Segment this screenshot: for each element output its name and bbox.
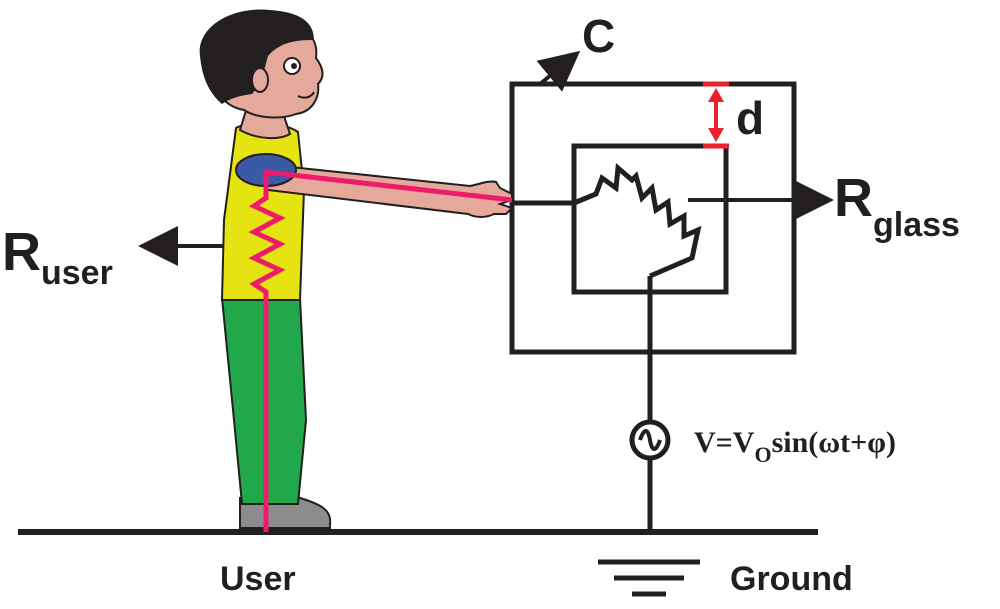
r-user-label: Ruser xyxy=(2,222,113,292)
user-conduction-path xyxy=(248,169,513,532)
glass-resistor-icon xyxy=(573,162,702,279)
ground-symbol-icon xyxy=(598,559,700,597)
r-glass-label: Rglass xyxy=(834,168,960,244)
ac-source-icon xyxy=(629,419,671,461)
capacitance-arrow xyxy=(536,50,581,92)
capacitance-label: C xyxy=(582,10,615,62)
r-glass-sub: glass xyxy=(873,206,960,244)
r-user-sub: user xyxy=(41,254,113,292)
source-formula: V=VOsin(ωt+φ) xyxy=(694,426,896,467)
user-label: User xyxy=(220,560,296,598)
r-glass-main: R xyxy=(834,168,873,228)
inner-electrode xyxy=(571,143,729,295)
distance-marker xyxy=(703,81,729,149)
shoe xyxy=(239,497,332,529)
distance-label: d xyxy=(736,92,764,144)
person-figure xyxy=(199,9,514,529)
ear xyxy=(251,67,269,93)
source-v: V=V xyxy=(694,426,755,459)
r-user-main: R xyxy=(2,222,41,282)
hair xyxy=(199,9,314,104)
ground-label: Ground xyxy=(730,560,853,598)
source-rest: sin(ωt+φ) xyxy=(772,426,896,459)
source-sub: O xyxy=(754,442,771,467)
mouth xyxy=(297,91,315,99)
